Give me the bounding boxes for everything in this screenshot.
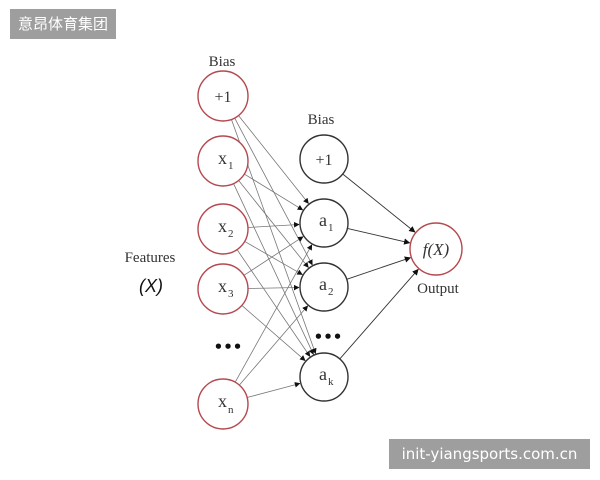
connection-edges bbox=[231, 115, 419, 398]
output-label: Output bbox=[417, 281, 460, 297]
input-ellipsis: ••• bbox=[214, 338, 243, 356]
edge-input-4-hidden-2 bbox=[247, 382, 301, 398]
edge-input-3-hidden-0 bbox=[243, 236, 304, 276]
input-node-x1: x 1 bbox=[197, 135, 249, 187]
features-label: Features bbox=[125, 250, 176, 266]
edge-hidden-3-output bbox=[339, 268, 419, 360]
watermark-bottom: init-yiangsports.com.cn bbox=[389, 439, 590, 469]
output-node: f(X) bbox=[409, 222, 463, 276]
hidden-node-ak: a k bbox=[299, 352, 349, 402]
edge-input-4-hidden-1 bbox=[239, 305, 309, 386]
hidden-node-a1: a 1 bbox=[299, 198, 349, 248]
input-node-x3-sub: 3 bbox=[228, 288, 234, 300]
input-node-x3-label: x bbox=[218, 276, 227, 296]
edge-input-2-hidden-2 bbox=[236, 249, 311, 357]
input-node-x1-label: x bbox=[218, 148, 227, 168]
edge-hidden-1-output bbox=[347, 227, 411, 245]
edge-hidden-2-output bbox=[346, 256, 412, 280]
hidden-node-ak-sub: k bbox=[328, 376, 334, 388]
edge-hidden-0-output bbox=[342, 173, 416, 233]
edge-input-2-hidden-1 bbox=[244, 241, 303, 275]
hidden-node-bias-label: +1 bbox=[315, 152, 332, 169]
input-node-x1-sub: 1 bbox=[228, 160, 234, 172]
input-node-x2-label: x bbox=[218, 216, 227, 236]
hidden-node-a2-sub: 2 bbox=[328, 286, 334, 298]
edge-input-1-hidden-1 bbox=[238, 180, 309, 268]
edge-input-3-hidden-2 bbox=[241, 305, 306, 361]
input-node-bias-label: +1 bbox=[214, 89, 231, 106]
edge-input-1-hidden-0 bbox=[244, 173, 304, 211]
hidden-node-a1-sub: 1 bbox=[328, 222, 334, 234]
hidden-node-bias: +1 bbox=[299, 134, 349, 184]
edge-input-4-hidden-0 bbox=[234, 244, 313, 383]
input-node-x3: x 3 bbox=[197, 263, 249, 315]
input-node-xn: x n bbox=[197, 378, 249, 430]
edge-input-2-hidden-0 bbox=[247, 221, 300, 228]
output-node-label: f(X) bbox=[423, 240, 450, 259]
bias-hidden-label: Bias bbox=[308, 112, 335, 128]
input-node-xn-sub: n bbox=[228, 404, 234, 416]
input-node-x2-sub: 2 bbox=[228, 228, 234, 240]
edge-input-0-hidden-0 bbox=[238, 115, 309, 204]
hidden-node-ak-label: a bbox=[319, 364, 327, 384]
hidden-node-a2: a 2 bbox=[299, 262, 349, 312]
edge-input-0-hidden-1 bbox=[234, 117, 313, 266]
hidden-node-a1-label: a bbox=[319, 210, 327, 230]
input-node-xn-label: x bbox=[218, 391, 227, 411]
bias-input-label: Bias bbox=[209, 54, 236, 70]
hidden-node-a2-label: a bbox=[319, 274, 327, 294]
hidden-ellipsis: ••• bbox=[314, 328, 343, 346]
edge-input-3-hidden-1 bbox=[247, 284, 300, 291]
input-node-bias: +1 bbox=[197, 70, 249, 122]
watermark-top: 意昂体育集团 bbox=[10, 9, 117, 39]
input-node-x2: x 2 bbox=[197, 203, 249, 255]
features-symbol: (X) bbox=[139, 276, 163, 296]
edge-input-1-hidden-2 bbox=[233, 183, 314, 355]
